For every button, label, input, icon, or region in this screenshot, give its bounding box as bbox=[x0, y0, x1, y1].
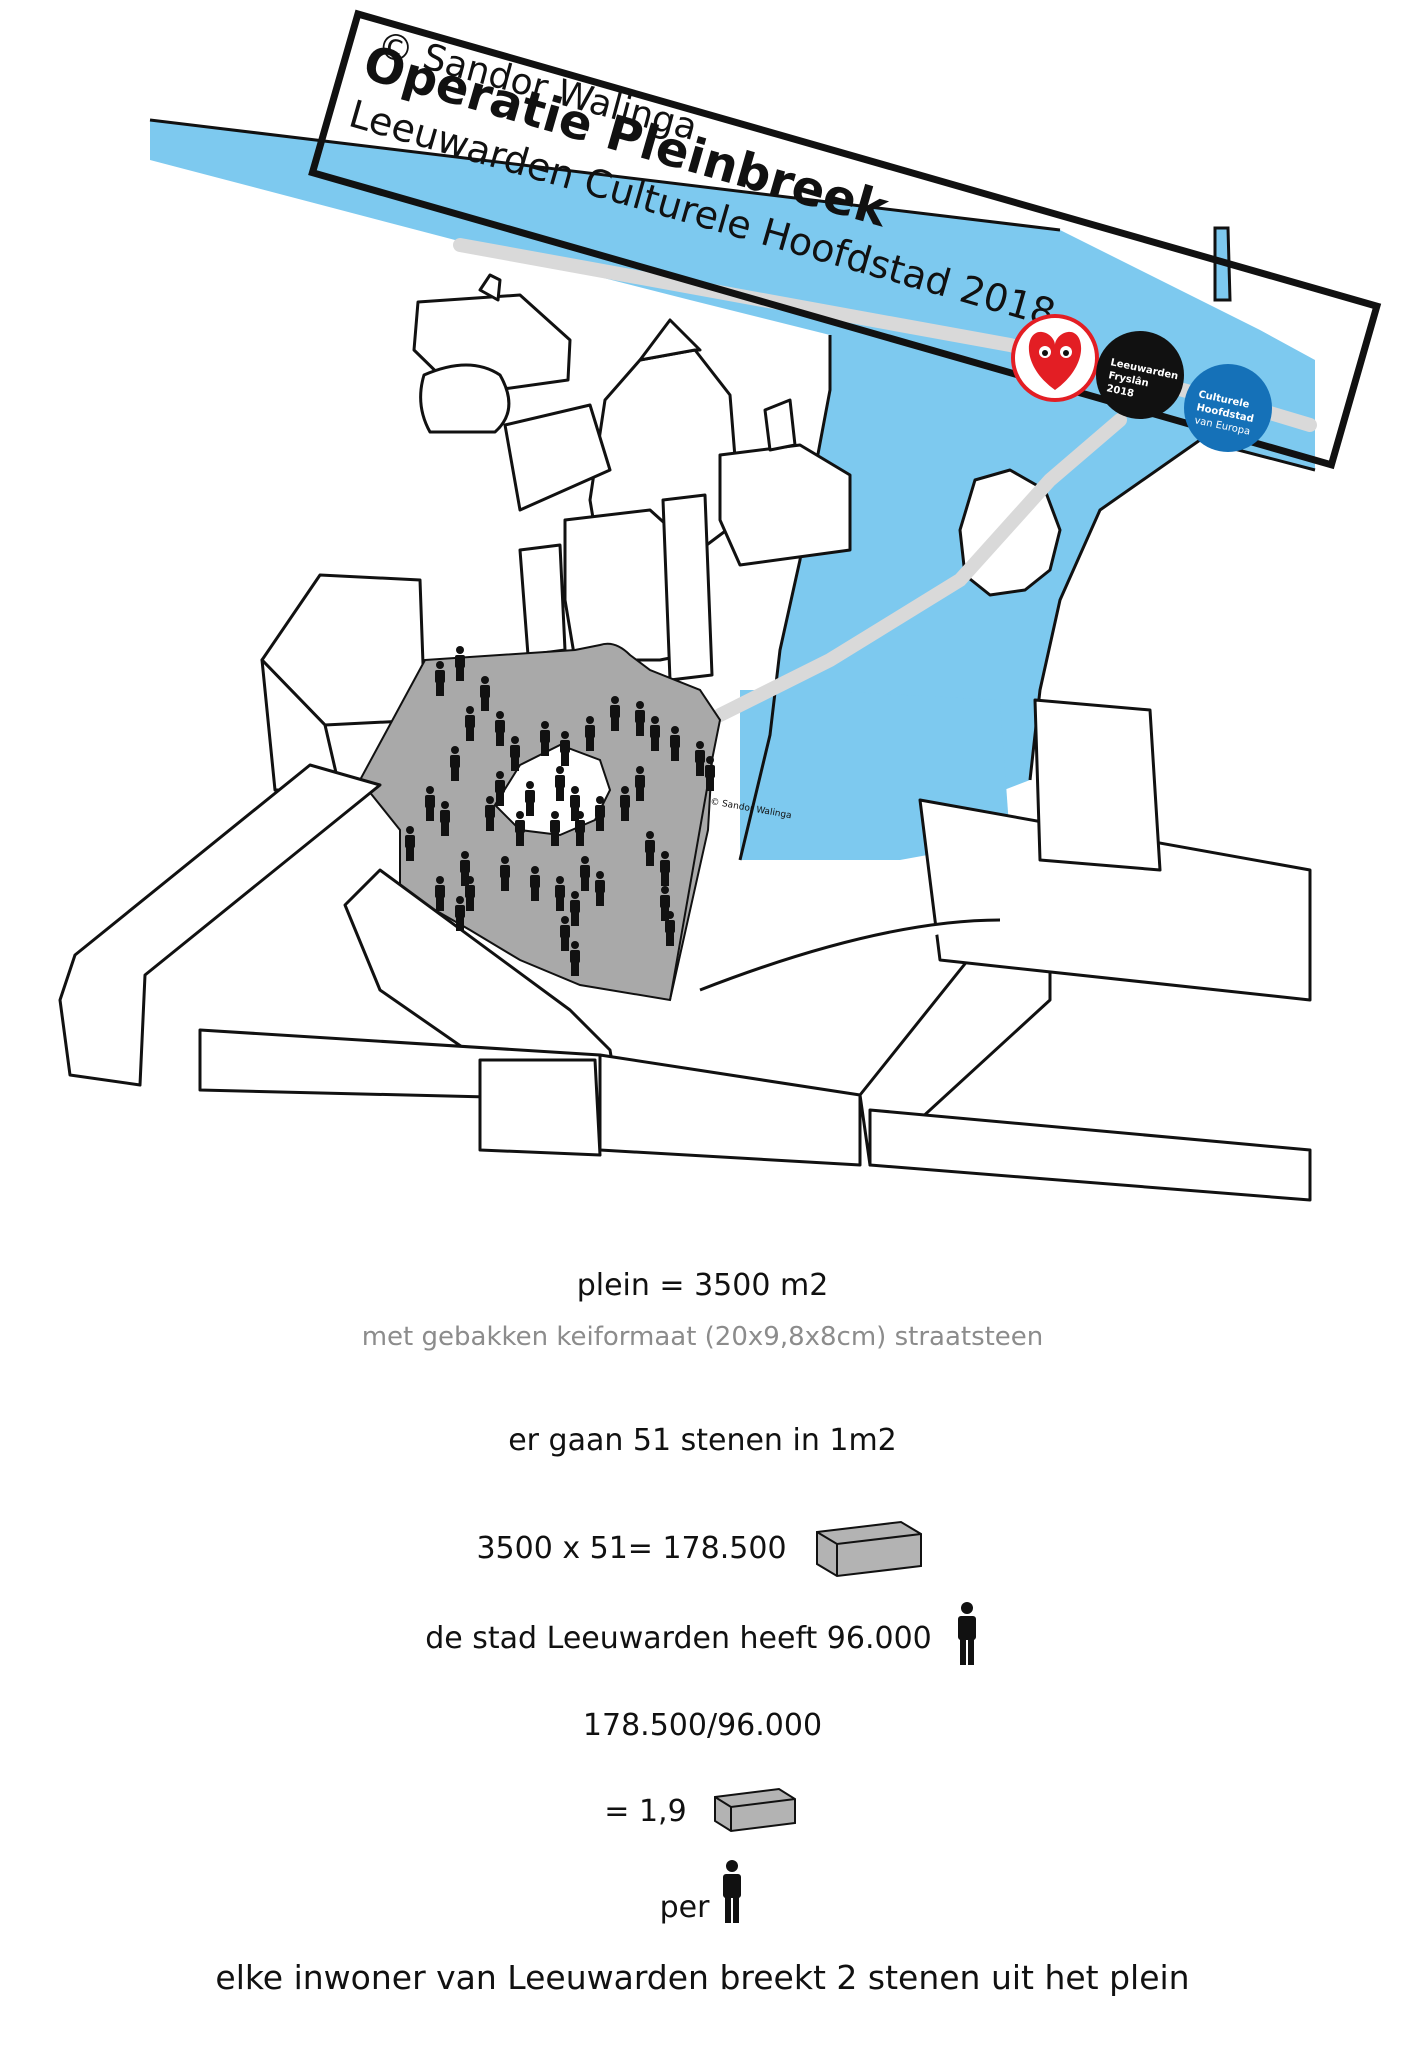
logo-heart bbox=[1011, 314, 1099, 402]
building bbox=[478, 273, 502, 302]
person-figure bbox=[555, 766, 565, 801]
building bbox=[868, 1108, 1312, 1202]
person-figure bbox=[455, 646, 465, 681]
brick-icon bbox=[809, 1504, 929, 1592]
stones-per-m2: er gaan 51 stenen in 1m2 bbox=[508, 1423, 897, 1458]
person-figure bbox=[635, 766, 645, 801]
person-icon bbox=[719, 1859, 745, 1933]
person-figure bbox=[560, 731, 570, 766]
person-figure bbox=[555, 876, 565, 911]
person-figure bbox=[550, 811, 560, 846]
person-figure bbox=[465, 706, 475, 741]
person-figure bbox=[480, 676, 490, 711]
canal-water bbox=[150, 120, 1315, 860]
result-row: = 1,9 bbox=[0, 1775, 1405, 1847]
person-figure bbox=[515, 811, 525, 846]
person-figure bbox=[440, 801, 450, 836]
building bbox=[58, 763, 382, 1087]
person-figure bbox=[575, 811, 585, 846]
person-figure bbox=[405, 826, 415, 861]
people-group bbox=[405, 646, 715, 976]
person-figure bbox=[595, 871, 605, 906]
building bbox=[503, 403, 612, 512]
person-figure bbox=[660, 851, 670, 886]
person-figure bbox=[530, 866, 540, 901]
person-figure bbox=[450, 746, 460, 781]
person-figure bbox=[570, 941, 580, 976]
brick-icon bbox=[709, 1775, 801, 1847]
plein-area: plein = 3500 m2 bbox=[576, 1268, 829, 1303]
result: = 1,9 bbox=[604, 1793, 687, 1829]
logo-culturele-hoofdstad: Culturele Hoofdstad van Europa bbox=[1184, 364, 1272, 452]
person-figure bbox=[670, 726, 680, 761]
person-figure bbox=[540, 721, 550, 756]
person-figure bbox=[560, 916, 570, 951]
person-figure bbox=[510, 736, 520, 771]
tower-pillar bbox=[661, 493, 714, 682]
person-figure bbox=[620, 786, 630, 821]
division: 178.500/96.000 bbox=[582, 1708, 823, 1743]
person-figure bbox=[495, 711, 505, 746]
tower-pillar bbox=[763, 398, 797, 452]
person-figure bbox=[705, 756, 715, 791]
person-figure bbox=[495, 771, 505, 806]
total-stones: 3500 x 51= 178.500 bbox=[476, 1530, 787, 1566]
plein-map: © Sandor Walinga Operatie Pleinbreek Lee… bbox=[58, 9, 1382, 1202]
person-figure bbox=[645, 831, 655, 866]
conclusion: elke inwoner van Leeuwarden breekt 2 ste… bbox=[215, 1958, 1190, 1997]
person-figure bbox=[660, 886, 670, 921]
building bbox=[598, 1053, 862, 1167]
stone-type: met gebakken keiformaat (20x9,8x8cm) str… bbox=[361, 1322, 1044, 1352]
building bbox=[718, 443, 852, 567]
building bbox=[1033, 698, 1162, 872]
person-figure bbox=[435, 876, 445, 911]
person-figure bbox=[585, 716, 595, 751]
building bbox=[260, 573, 427, 727]
person-figure bbox=[525, 781, 535, 816]
person-figure bbox=[695, 741, 705, 776]
person-figure bbox=[570, 786, 580, 821]
per-person-row: per bbox=[0, 1860, 1405, 1932]
person-icon bbox=[954, 1601, 980, 1675]
person-figure bbox=[435, 661, 445, 696]
person-figure bbox=[650, 716, 660, 751]
person-figure bbox=[455, 896, 465, 931]
church-tower bbox=[638, 318, 702, 362]
person-figure bbox=[500, 856, 510, 891]
person-figure bbox=[485, 796, 495, 831]
tower-pillar bbox=[518, 543, 567, 657]
person-figure bbox=[595, 796, 605, 831]
person-figure bbox=[665, 911, 675, 946]
person-figure bbox=[570, 891, 580, 926]
per-label: per bbox=[659, 1889, 710, 1925]
banner-frame bbox=[308, 9, 1382, 470]
building bbox=[699, 918, 1001, 992]
person-figure bbox=[465, 876, 475, 911]
logo-leeuwarden-2018: Leeuwarden Fryslân 2018 bbox=[1096, 331, 1184, 419]
building bbox=[918, 798, 1312, 1002]
person-figure bbox=[635, 701, 645, 736]
building bbox=[419, 363, 511, 434]
square-edge bbox=[669, 759, 713, 1001]
person-figure bbox=[610, 696, 620, 731]
person-figure bbox=[425, 786, 435, 821]
total-stones-row: 3500 x 51= 178.500 bbox=[0, 1508, 1405, 1588]
person-figure bbox=[580, 856, 590, 891]
population-row: de stad Leeuwarden heeft 96.000 bbox=[0, 1598, 1405, 1678]
building bbox=[478, 1058, 602, 1157]
person-figure bbox=[460, 851, 470, 886]
population: de stad Leeuwarden heeft 96.000 bbox=[425, 1620, 932, 1656]
